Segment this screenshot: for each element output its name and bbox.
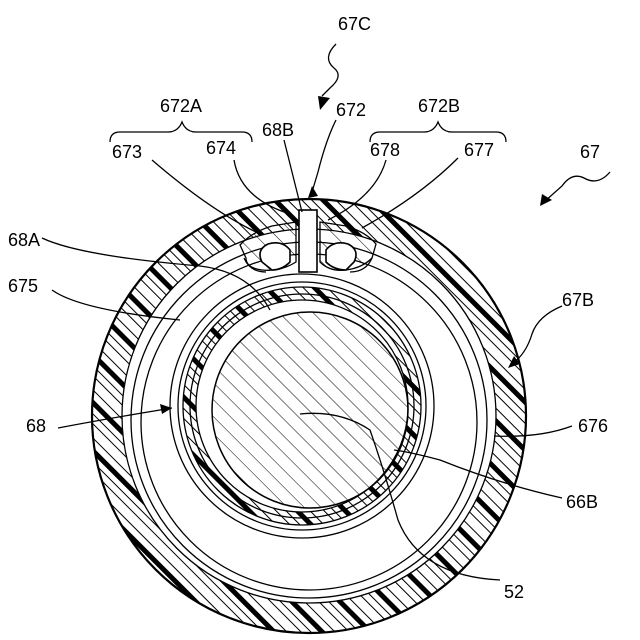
label-676: 676	[578, 416, 608, 436]
label-66B: 66B	[566, 492, 598, 512]
label-675: 675	[8, 276, 38, 296]
label-678: 678	[370, 140, 400, 160]
label-68A: 68A	[8, 230, 40, 250]
label-67C: 67C	[338, 14, 371, 34]
label-672A: 672A	[160, 96, 202, 116]
label-68: 68	[26, 416, 46, 436]
label-52: 52	[504, 582, 524, 602]
label-672B: 672B	[418, 96, 460, 116]
label-68B: 68B	[262, 120, 294, 140]
label-672: 672	[336, 100, 366, 120]
label-67: 67	[580, 142, 600, 162]
shaft	[212, 312, 408, 508]
label-673: 673	[112, 142, 142, 162]
label-67B: 67B	[562, 290, 594, 310]
label-674: 674	[206, 138, 236, 158]
label-677: 677	[464, 140, 494, 160]
